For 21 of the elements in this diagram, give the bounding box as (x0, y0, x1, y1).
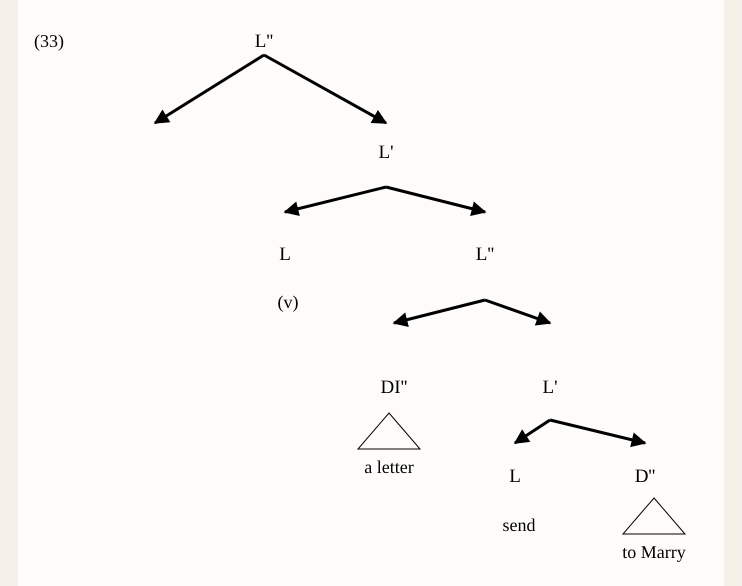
word-text: send (502, 514, 536, 536)
tree-node-label: L (279, 244, 291, 266)
arrow (154, 54, 265, 124)
tree-node-label: L' (378, 142, 394, 164)
tree-node-label: L' (542, 377, 558, 399)
tree-node-label: L'' (254, 31, 274, 53)
arrow (484, 298, 552, 326)
tree-node-label: L (509, 466, 521, 488)
phrase-text: to Marry (622, 541, 686, 563)
phrase-text: a letter (364, 456, 414, 478)
tree-node-label: DI'' (380, 377, 408, 399)
arrow (386, 186, 486, 216)
arrow (263, 54, 388, 124)
arrow (392, 298, 486, 327)
arrow (284, 186, 386, 216)
arrow (514, 418, 551, 444)
tree-node-label: L'' (476, 244, 494, 266)
example-number: (33) (34, 30, 64, 52)
tree-node-label: D'' (634, 466, 656, 488)
arrow (550, 418, 646, 448)
word-text: (v) (278, 291, 298, 313)
